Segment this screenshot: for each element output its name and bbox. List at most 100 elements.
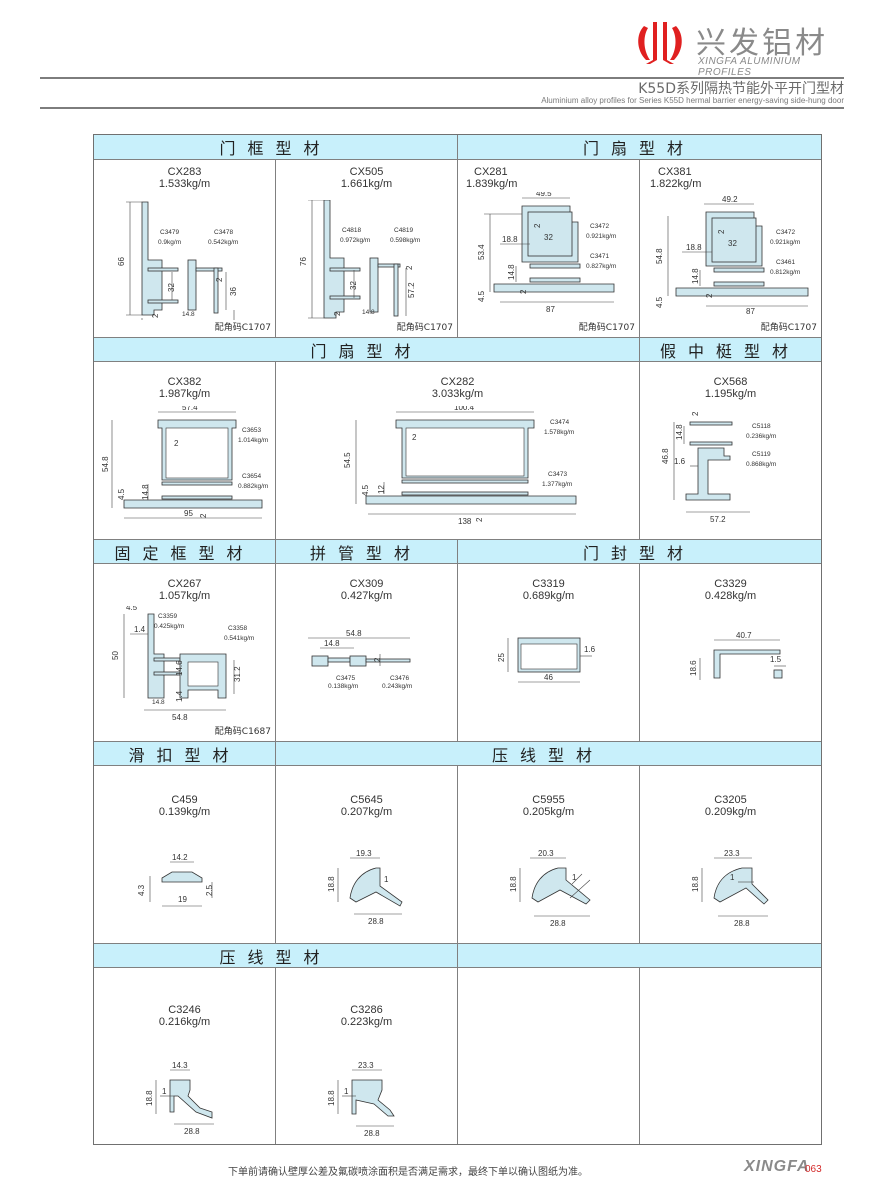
section-header-door-sash-2: 门扇型材: [94, 337, 639, 362]
svg-text:1: 1: [730, 873, 735, 882]
profile-cell-c3319: C3319 0.689kg/m 25 46 1.6: [458, 564, 639, 741]
svg-text:0.243kg/m: 0.243kg/m: [382, 683, 412, 690]
section-header-glazing-bead: 压线型材: [275, 741, 821, 766]
profile-drawing-c3329: 40.7 18.6 1.5: [689, 631, 786, 680]
page-number: 063: [805, 1164, 822, 1175]
svg-text:1.6: 1.6: [674, 457, 686, 466]
profile-code: C5645: [350, 794, 383, 806]
corner-connector-code: 配角码C1707: [760, 323, 817, 333]
section-header-empty: [457, 943, 821, 968]
svg-text:0.542kg/m: 0.542kg/m: [208, 239, 238, 246]
svg-text:4.5: 4.5: [361, 484, 370, 496]
svg-text:49.5: 49.5: [536, 192, 552, 198]
svg-text:0.9kg/m: 0.9kg/m: [158, 239, 181, 246]
profile-drawing-c3246: 14.3 18.8 1 28.8: [145, 1061, 214, 1136]
profile-table: 门框型材 门扇型材 CX283 1.533kg/m 66 32 36 2 2 1…: [93, 134, 822, 1145]
svg-text:57.2: 57.2: [710, 515, 726, 524]
svg-text:1.6: 1.6: [584, 645, 596, 654]
svg-text:1.377kg/m: 1.377kg/m: [542, 481, 572, 488]
empty-cell: [640, 968, 821, 1144]
divider: [275, 160, 276, 337]
section-header-joint-tube: 拼管型材: [275, 539, 457, 564]
svg-text:25: 25: [497, 653, 506, 662]
empty-cell: [458, 968, 639, 1144]
section-header-fixed-frame: 固定框型材: [94, 539, 275, 564]
svg-text:31.2: 31.2: [233, 666, 242, 682]
svg-text:0.827kg/m: 0.827kg/m: [586, 263, 616, 270]
svg-text:1: 1: [572, 873, 577, 882]
svg-text:1.4: 1.4: [134, 625, 146, 634]
svg-text:54.8: 54.8: [346, 629, 362, 638]
svg-text:C4819: C4819: [394, 227, 414, 234]
profile-drawing-c3319: 25 46 1.6: [497, 637, 596, 683]
svg-text:32: 32: [728, 239, 737, 248]
xingfa-logo-icon: [638, 22, 682, 64]
profile-cell-c459: C459 0.139kg/m 14.2 4.3 19 2.5: [94, 766, 275, 943]
profile-code: CX267: [167, 578, 202, 590]
section-header-glazing-bead-2: 压线型材: [94, 943, 457, 968]
divider: [457, 564, 458, 741]
svg-text:14.8: 14.8: [362, 309, 375, 316]
profile-cell-cx505: CX505 1.661kg/m 76 32 57.2 2 2 14.8 54.8…: [276, 160, 457, 337]
svg-text:2: 2: [475, 517, 484, 522]
svg-text:C3654: C3654: [242, 473, 262, 480]
header-rule-top: [40, 77, 844, 79]
profile-weight: 0.216kg/m: [158, 1016, 211, 1028]
svg-text:C3476: C3476: [390, 675, 410, 682]
svg-text:50: 50: [111, 651, 120, 660]
svg-text:4.5: 4.5: [126, 606, 138, 612]
divider: [457, 968, 458, 1144]
profile-weight: 1.822kg/m: [650, 178, 702, 190]
profile-code: C459: [171, 794, 198, 806]
svg-text:C5119: C5119: [752, 451, 771, 458]
svg-text:54.8: 54.8: [172, 713, 188, 722]
profile-cell-c3246: C3246 0.216kg/m 14.3 18.8 1 28.8: [94, 968, 275, 1144]
svg-text:28.8: 28.8: [368, 917, 384, 926]
svg-text:32: 32: [544, 233, 553, 242]
svg-text:4.5: 4.5: [477, 290, 486, 302]
profile-weight: 1.661kg/m: [340, 178, 393, 190]
profile-code: C3246: [168, 1004, 201, 1016]
svg-text:14.8: 14.8: [141, 484, 150, 500]
divider: [457, 539, 458, 564]
svg-text:32: 32: [349, 281, 358, 290]
profile-drawing-cx309: 54.8 14.8 2 C3475 0.138kg/m C3476 0.243k…: [308, 629, 412, 690]
series-title-cn: K55D系列隔热节能外平开门型材: [638, 81, 844, 97]
profile-code: C5955: [532, 794, 565, 806]
brand-name-en: XINGFA ALUMINIUM PROFILES: [698, 56, 801, 78]
svg-text:87: 87: [546, 305, 555, 312]
svg-text:2: 2: [405, 265, 414, 270]
svg-text:C3461: C3461: [776, 259, 796, 266]
svg-text:C3472: C3472: [776, 229, 796, 236]
divider: [639, 362, 640, 539]
profile-cell-cx568: CX568 1.195kg/m 2 46.8 14.8 1.6 57.2 C51…: [640, 362, 821, 539]
svg-text:4.3: 4.3: [137, 884, 146, 896]
svg-text:14.6: 14.6: [175, 660, 184, 676]
svg-text:12: 12: [377, 485, 386, 494]
profile-weight: 0.209kg/m: [704, 806, 757, 818]
svg-text:2: 2: [519, 289, 528, 294]
profile-code: CX282: [440, 376, 475, 388]
svg-text:C3478: C3478: [214, 229, 234, 236]
svg-text:1.578kg/m: 1.578kg/m: [544, 429, 574, 436]
svg-text:0.138kg/m: 0.138kg/m: [328, 683, 358, 690]
svg-text:14.2: 14.2: [172, 853, 188, 862]
profile-cell-c5955: C5955 0.205kg/m 20.3 18.8 1 28.8: [458, 766, 639, 943]
divider: [639, 766, 640, 943]
svg-text:0.868kg/m: 0.868kg/m: [746, 461, 776, 468]
svg-text:1.5: 1.5: [770, 655, 782, 664]
series-title-en: Aluminium alloy profiles for Series K55D…: [541, 96, 844, 105]
svg-text:0.921kg/m: 0.921kg/m: [586, 233, 616, 240]
corner-connector-code: 配角码C1707: [214, 323, 271, 333]
svg-text:C3472: C3472: [590, 223, 610, 230]
svg-text:C4818: C4818: [342, 227, 362, 234]
profile-weight: 0.428kg/m: [704, 590, 757, 602]
profile-weight: 0.223kg/m: [340, 1016, 393, 1028]
svg-text:28.8: 28.8: [364, 1129, 380, 1138]
profile-weight: 0.689kg/m: [522, 590, 575, 602]
svg-text:18.8: 18.8: [327, 1090, 336, 1106]
svg-text:54.8: 54.8: [102, 456, 110, 472]
svg-text:49.2: 49.2: [722, 195, 738, 204]
profile-cell-cx283: CX283 1.533kg/m 66 32 36 2 2 14.8 54.8 C…: [94, 160, 275, 337]
profile-weight: 3.033kg/m: [431, 388, 484, 400]
